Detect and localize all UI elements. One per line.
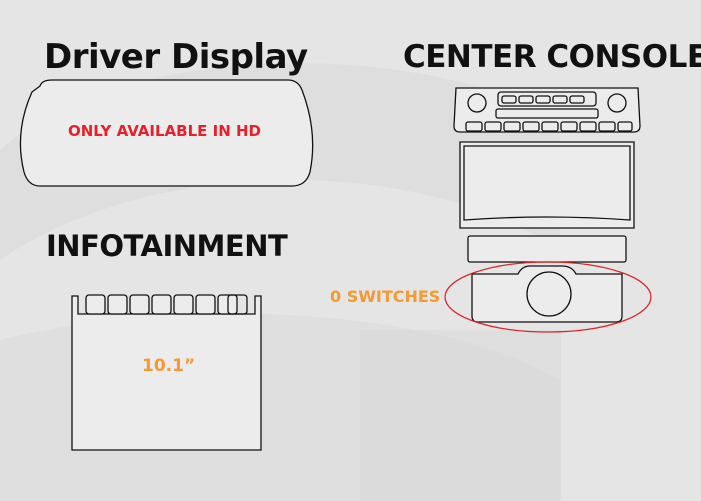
console-strip	[467, 235, 627, 263]
infotainment-outline	[71, 294, 262, 451]
driver-display-note: ONLY AVAILABLE IN HD	[68, 122, 261, 140]
infotainment-heading: INFOTAINMENT	[46, 229, 288, 263]
console-switch-panel	[471, 265, 623, 323]
driver-display-heading: Driver Display	[44, 37, 308, 77]
console-radio-panel	[453, 87, 641, 133]
switch-highlight-ellipse	[444, 261, 652, 333]
driver-display-outline	[19, 79, 314, 187]
console-storage-panel	[459, 141, 635, 229]
infotainment-size-note: 10.1”	[142, 356, 196, 376]
center-console-heading: CENTER CONSOLE	[403, 39, 701, 75]
console-switch-note: 0 SWITCHES	[330, 287, 441, 306]
